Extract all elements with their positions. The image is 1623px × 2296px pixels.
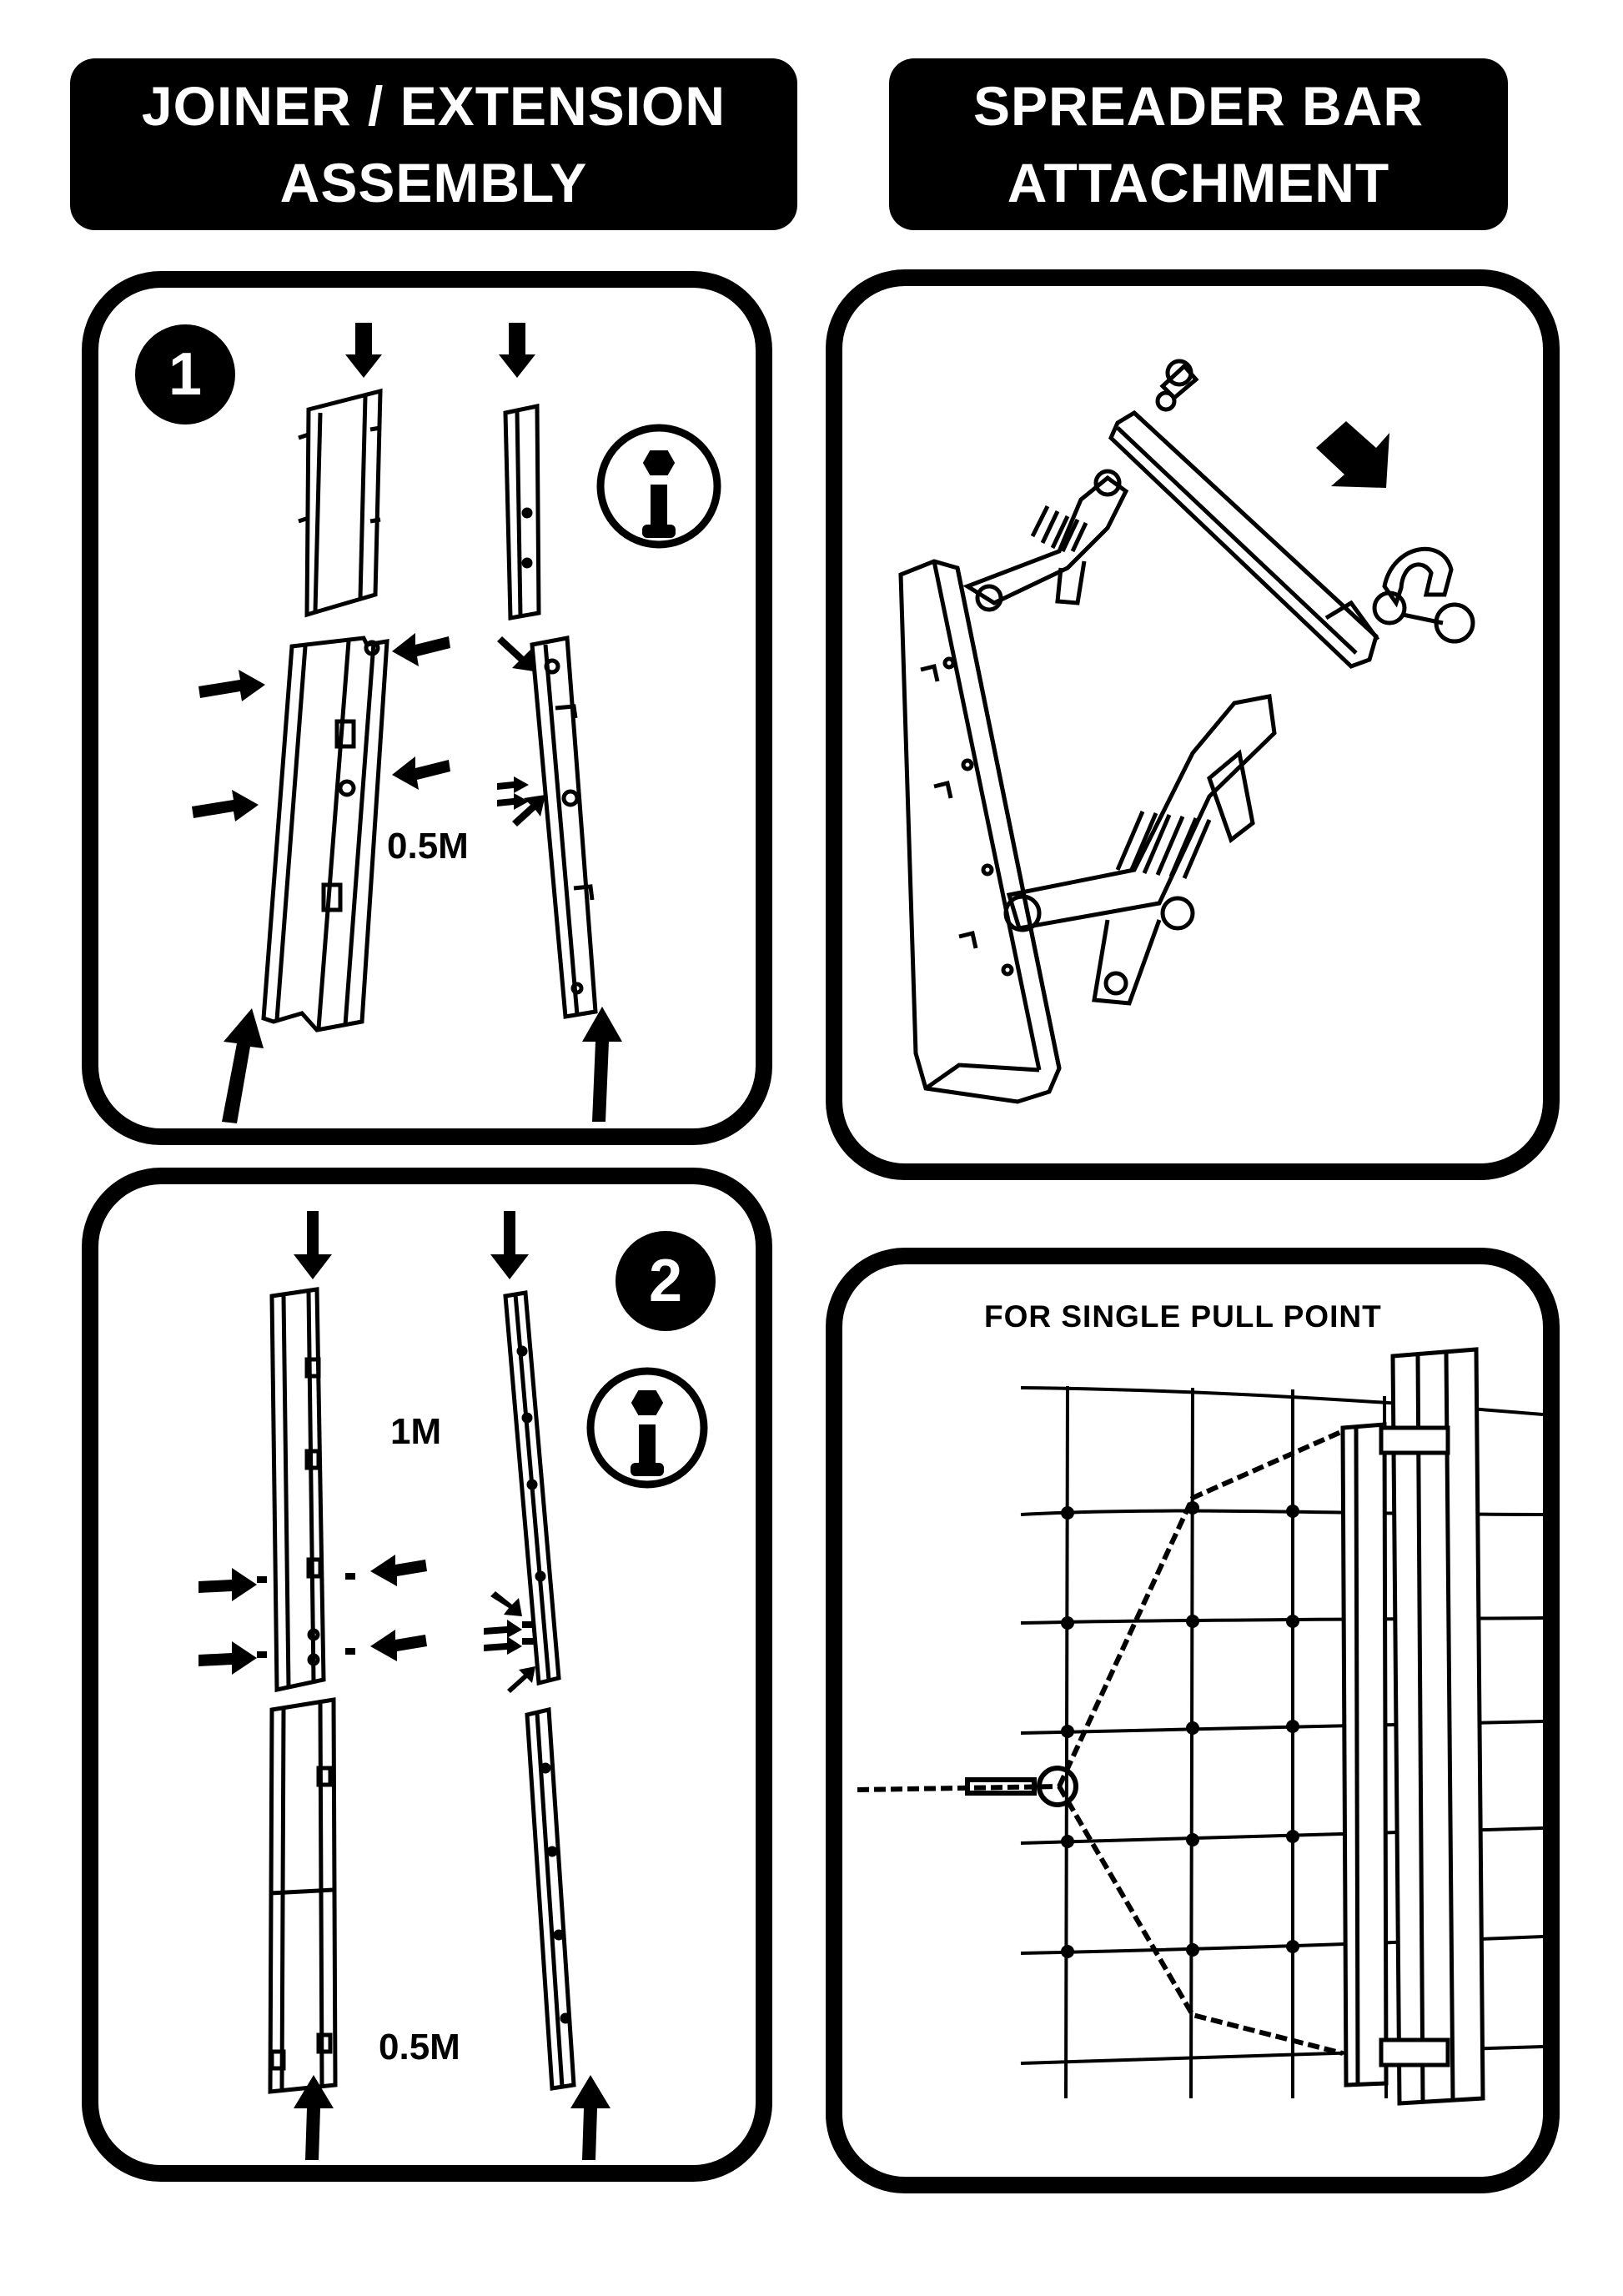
right-arrow-icon xyxy=(192,790,259,821)
spreader-header-line1: SPREADER BAR xyxy=(972,75,1425,137)
right-arrow-icon xyxy=(198,670,265,701)
step-2-illustration xyxy=(198,1211,708,2160)
joiner-short-rail xyxy=(503,403,541,620)
bolt-part xyxy=(1155,359,1199,412)
pull-ring xyxy=(965,1766,1078,1807)
step-1-badge: 1 xyxy=(135,324,235,425)
down-arrow-icon xyxy=(345,323,382,378)
joiner-extension-header: JOINER / EXTENSION ASSEMBLY xyxy=(70,58,797,230)
spreader-tube xyxy=(1108,409,1380,669)
up-arrow-icon xyxy=(570,2075,611,2160)
extension-long-rail xyxy=(530,636,598,1019)
step-2-lower-size-label: 0.5M xyxy=(379,2027,460,2067)
step-2-panel: 2 xyxy=(82,1168,772,2182)
upper-1m-rail xyxy=(503,1290,561,1686)
shackle-part xyxy=(1372,546,1475,644)
extension-long-channel xyxy=(261,636,389,1032)
fence-attachment-illustration xyxy=(857,1347,1543,2106)
down-right-arrow-icon xyxy=(497,636,534,671)
info-bolt-icon xyxy=(596,424,721,549)
step-1-size-label: 0.5M xyxy=(387,826,469,867)
left-arrow-icon xyxy=(392,633,450,666)
spreader-bar-header: SPREADER BAR ATTACHMENT xyxy=(889,58,1508,230)
lower-05m-channel xyxy=(268,1697,338,2094)
left-arrow-icon xyxy=(392,756,450,790)
spreader-header-line2: ATTACHMENT xyxy=(1007,152,1390,214)
down-arrow-icon xyxy=(499,323,535,378)
lower-05m-rail xyxy=(525,1706,576,2091)
down-arrow-icon xyxy=(294,1211,332,1279)
left-arrow-icon xyxy=(370,1555,427,1586)
up-arrow-icon xyxy=(582,1007,622,1122)
step-1-panel: 1 xyxy=(82,271,772,1145)
fence-post-spreader xyxy=(1340,1347,1485,2106)
joiner-header-line1: JOINER / EXTENSION xyxy=(141,75,726,137)
step-2-badge: 2 xyxy=(616,1231,716,1331)
spreader-channel-bar xyxy=(898,559,1062,1104)
spring-tensioner-bottom xyxy=(1003,694,1277,1006)
spring-tensioner-top xyxy=(962,469,1129,612)
single-pull-point-caption: FOR SINGLE PULL POINT xyxy=(984,1299,1382,1334)
step-2-upper-size-label: 1M xyxy=(390,1411,442,1452)
right-arrow-icon xyxy=(198,1568,257,1601)
down-right-arrow-icon xyxy=(490,1591,522,1616)
step-1-illustration xyxy=(192,323,721,1123)
down-left-arrow-icon xyxy=(1316,421,1389,488)
pull-chain xyxy=(857,1429,1344,2056)
joiner-header-line2: ASSEMBLY xyxy=(279,152,588,214)
left-arrow-icon xyxy=(370,1630,427,1661)
info-bolt-icon xyxy=(586,1367,708,1489)
up-arrow-icon xyxy=(294,2075,334,2160)
joiner-short-channel xyxy=(298,388,383,618)
up-arrow-icon xyxy=(222,1008,264,1123)
spreader-bar-panel xyxy=(826,269,1560,1180)
upper-1m-channel xyxy=(269,1287,326,1693)
down-arrow-icon xyxy=(490,1211,529,1279)
single-pull-point-panel: FOR SINGLE PULL POINT xyxy=(826,1248,1560,2193)
right-arrow-icon xyxy=(198,1641,257,1675)
spreader-bar-illustration xyxy=(898,359,1475,1104)
